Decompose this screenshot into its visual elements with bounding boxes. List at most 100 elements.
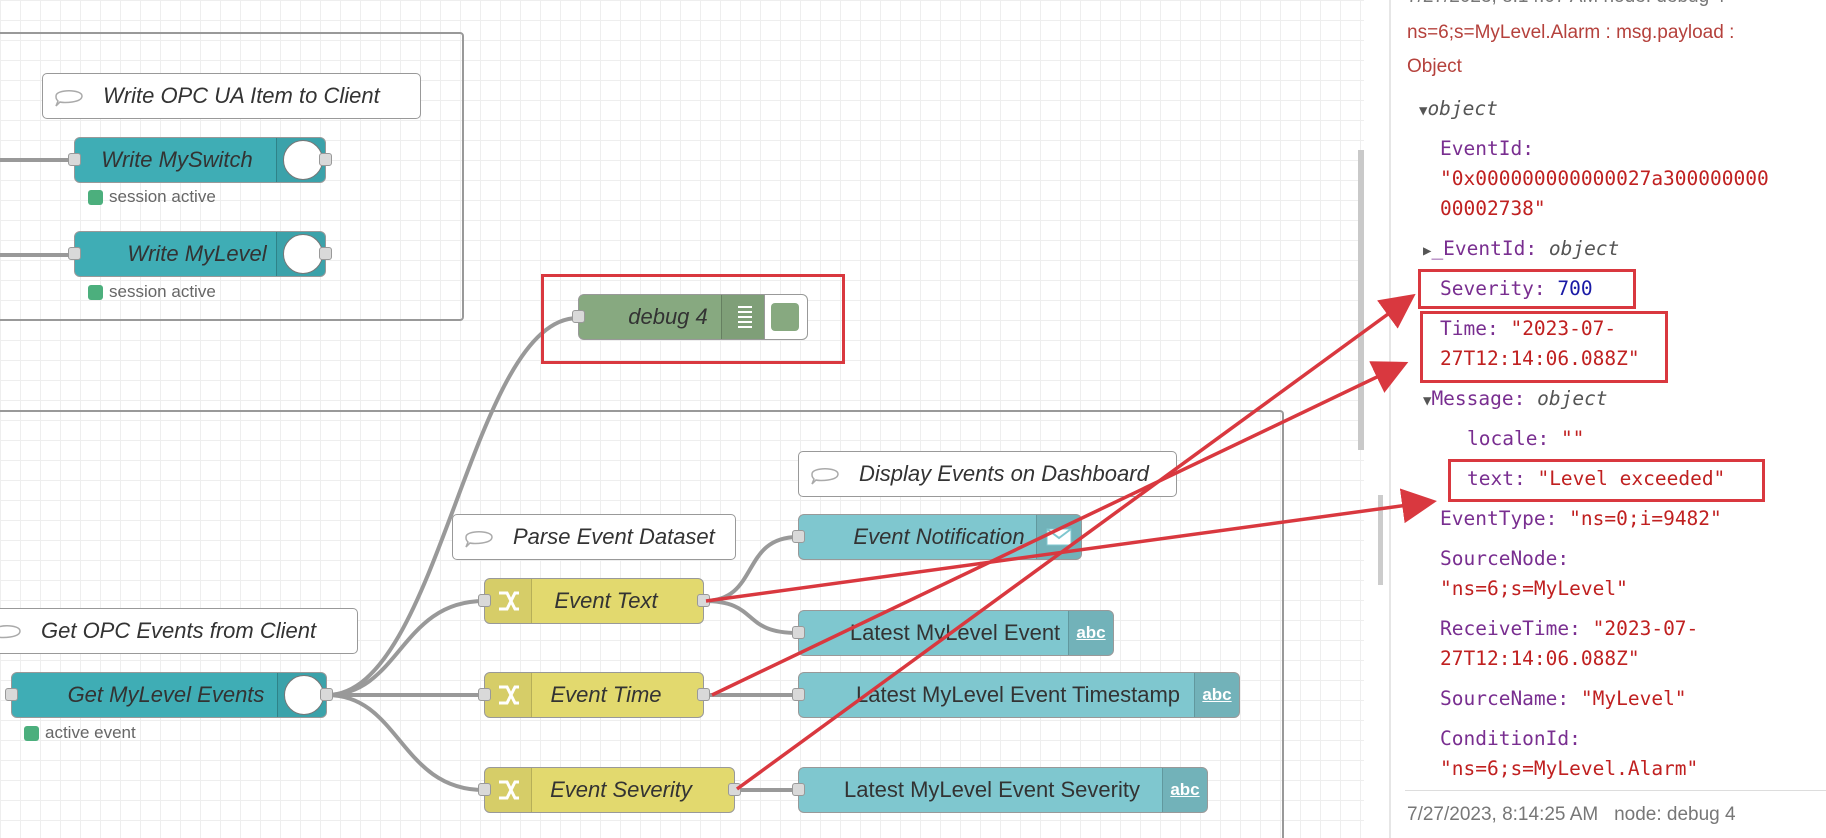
- group-write[interactable]: [0, 32, 464, 321]
- row-time-2: 27T12:14:06.088Z": [1440, 347, 1640, 370]
- wire-to-debug4: [326, 316, 579, 697]
- comment-parse-event[interactable]: Parse Event Dataset: [452, 514, 736, 560]
- key-locale: locale: [1467, 427, 1538, 450]
- output-port[interactable]: [320, 688, 333, 701]
- group-events[interactable]: [0, 410, 1284, 838]
- shuffle-icon: [485, 579, 532, 623]
- text-abc-icon: abc: [1162, 768, 1207, 812]
- comment-display-events[interactable]: Display Events on Dashboard: [798, 451, 1177, 497]
- input-port[interactable]: [5, 688, 18, 701]
- debug-topic[interactable]: ns=6;s=MyLevel.Alarm : msg.payload :: [1407, 22, 1735, 43]
- val-sourcenode: "ns=6;s=MyLevel": [1440, 577, 1628, 600]
- wires-layer: [0, 158, 799, 792]
- input-port[interactable]: [68, 247, 81, 260]
- row-text: text: "Level exceeded": [1467, 467, 1726, 490]
- node-event-time[interactable]: Event Time: [478, 672, 710, 718]
- type-eventid-object: object: [1548, 237, 1620, 260]
- arrow-event-severity-to-severity: [735, 293, 1416, 791]
- input-port[interactable]: [572, 310, 585, 323]
- node-label: debug 4: [628, 304, 708, 329]
- key-receivetime: ReceiveTime: [1440, 617, 1570, 640]
- input-port[interactable]: [478, 688, 491, 701]
- val-receivetime-2: 27T12:14:06.088Z": [1440, 647, 1640, 670]
- key-sourcename: SourceName: [1440, 687, 1558, 710]
- val-locale: "": [1560, 427, 1585, 450]
- row-severity: Severity: 700: [1440, 277, 1593, 300]
- node-label: Event Severity: [550, 777, 692, 802]
- debug-message-header: 7/27/2023, 8:14:07 AM node: debug 4: [1407, 0, 1725, 8]
- input-port[interactable]: [478, 594, 491, 607]
- input-port[interactable]: [792, 688, 805, 701]
- input-port[interactable]: [68, 153, 81, 166]
- key-eventtype: EventType: [1440, 507, 1546, 530]
- val-time-1: "2023-07-: [1510, 317, 1617, 340]
- speech-bubble-icon: [0, 625, 21, 639]
- workspace-scrollbar[interactable]: [1358, 150, 1364, 450]
- input-port[interactable]: [478, 783, 491, 796]
- output-port[interactable]: [319, 247, 332, 260]
- row-receivetime: ReceiveTime: "2023-07-: [1440, 617, 1699, 640]
- wire-text-to-latest: [703, 599, 799, 635]
- debug-sidebar[interactable]: 7/27/2023, 8:14:07 AM node: debug 4 ns=6…: [1391, 0, 1826, 838]
- comment-text: Get OPC Events from Client: [41, 618, 317, 643]
- row-message[interactable]: ▼Message: object: [1423, 387, 1608, 410]
- input-port[interactable]: [792, 530, 805, 543]
- text-abc-icon: abc: [1068, 611, 1113, 655]
- speech-bubble-icon: [55, 90, 83, 107]
- row-eventid-value-2: 00002738": [1440, 197, 1546, 220]
- node-event-severity[interactable]: Event Severity: [478, 767, 741, 813]
- val-time-2: 27T12:14:06.088Z": [1440, 347, 1640, 370]
- row-conditionid-value: "ns=6;s=MyLevel.Alarm": [1440, 757, 1698, 780]
- object-type: object: [1427, 97, 1498, 120]
- highlight-text: [1448, 459, 1765, 502]
- status-active-event: active event: [24, 723, 136, 743]
- row-eventid-object[interactable]: ▶_EventId: object: [1423, 237, 1620, 260]
- node-label: Write MyLevel: [127, 241, 267, 266]
- node-latest-severity[interactable]: Latest MyLevel Event Severity abc: [792, 767, 1208, 813]
- node-latest-mylevel-event[interactable]: Latest MyLevel Event abc: [792, 610, 1114, 656]
- node-write-myswitch[interactable]: Write MySwitch: [68, 137, 332, 183]
- comment-text: Parse Event Dataset: [513, 524, 715, 549]
- output-port[interactable]: [697, 688, 710, 701]
- input-port[interactable]: [792, 783, 805, 796]
- node-get-mylevel-events[interactable]: Get MyLevel Events: [5, 672, 333, 718]
- node-label: Event Notification: [853, 524, 1025, 549]
- comment-write-opc[interactable]: Write OPC UA Item to Client: [42, 73, 421, 119]
- panel-scrollbar[interactable]: [1378, 495, 1383, 585]
- opc-ua-icon: [276, 232, 325, 276]
- speech-bubble-icon: [465, 531, 493, 548]
- status-text: active event: [45, 723, 136, 742]
- status-dot-icon: [88, 284, 103, 300]
- comment-text: Display Events on Dashboard: [859, 461, 1149, 486]
- output-port[interactable]: [319, 153, 332, 166]
- row-eventid: EventId:: [1440, 137, 1534, 160]
- caret-down-icon: ▼: [1419, 103, 1428, 119]
- input-port[interactable]: [792, 626, 805, 639]
- node-event-text[interactable]: Event Text: [478, 578, 710, 624]
- tree-object-root[interactable]: ▼object: [1419, 97, 1498, 120]
- comment-get-events[interactable]: Get OPC Events from Client: [0, 608, 358, 654]
- footer-node: node: debug 4: [1614, 804, 1736, 825]
- node-debug-4[interactable]: debug 4: [572, 294, 808, 340]
- row-receivetime-2: 27T12:14:06.088Z": [1440, 647, 1640, 670]
- val-eventtype: "ns=0;i=9482": [1569, 507, 1722, 530]
- flow-workspace[interactable]: Write OPC UA Item to Client Display Even…: [0, 0, 1364, 838]
- footer-timestamp: 7/27/2023, 8:14:25 AM: [1407, 804, 1599, 825]
- row-sourcenode-value: "ns=6;s=MyLevel": [1440, 577, 1628, 600]
- message-separator: [1405, 790, 1826, 791]
- node-write-mylevel[interactable]: Write MyLevel: [68, 231, 332, 277]
- status-session-active: session active: [88, 187, 216, 207]
- node-latest-timestamp[interactable]: Latest MyLevel Event Timestamp abc: [792, 672, 1240, 718]
- status-session-active: session active: [88, 282, 216, 302]
- row-eventid-value-1: "0x000000000000027a300000000: [1440, 167, 1769, 190]
- key-eventid: EventId: [1440, 137, 1523, 160]
- caret-right-icon: ▶: [1423, 243, 1432, 259]
- debug-toggle-button[interactable]: [764, 295, 807, 339]
- val-conditionid: "ns=6;s=MyLevel.Alarm": [1440, 757, 1699, 780]
- output-port[interactable]: [728, 783, 741, 796]
- row-conditionid: ConditionId:: [1440, 727, 1581, 750]
- wire-to-event-severity: [326, 693, 485, 792]
- debug-topic-type: Object: [1407, 56, 1462, 77]
- key-time: Time: [1440, 317, 1487, 340]
- sidebar-divider[interactable]: [1389, 0, 1391, 838]
